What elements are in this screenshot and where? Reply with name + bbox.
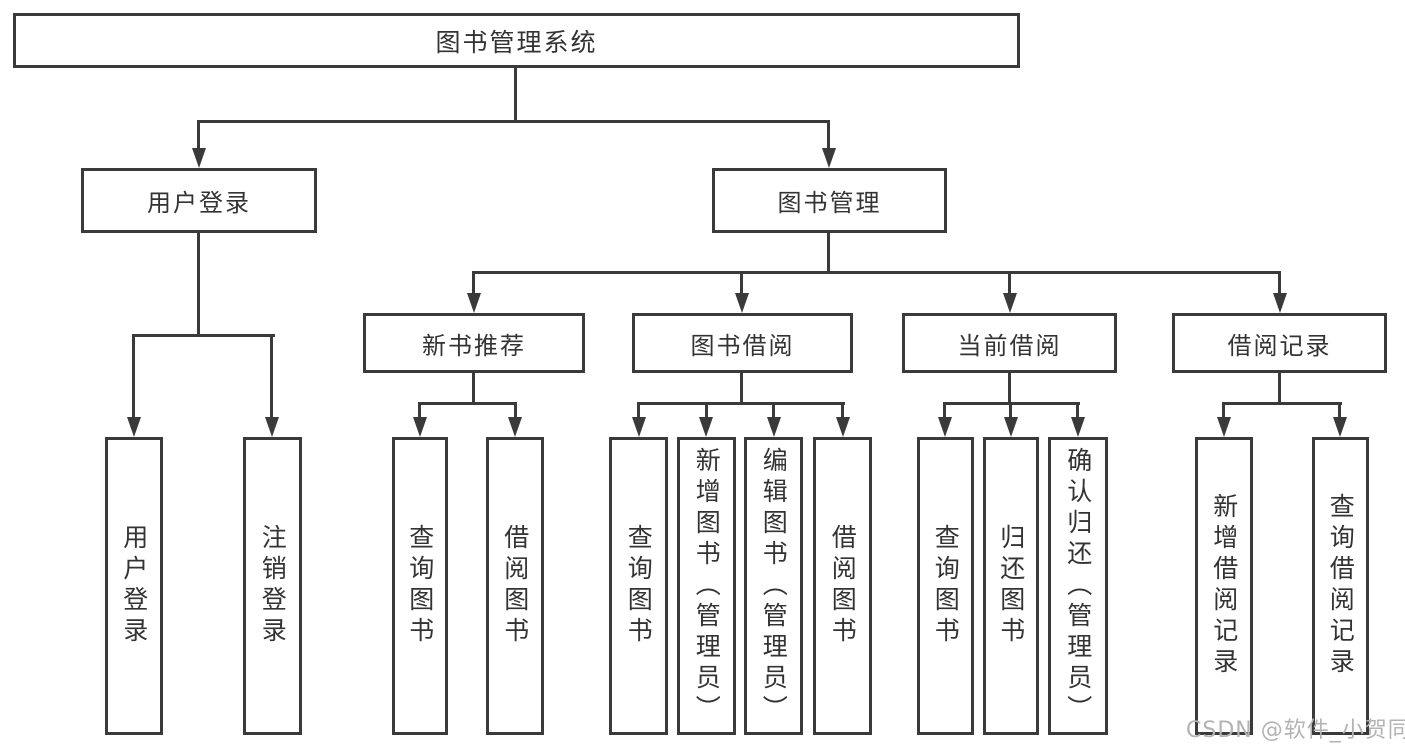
arrowhead-d1-icon [938,417,952,437]
arrowhead-c2-icon [699,417,713,437]
arrowhead-current-borrow-icon [1003,293,1017,313]
arrowhead-login-leaf-icon [127,417,141,437]
leaf-return-books: 归还图书 [983,437,1039,735]
leaf-query-books-2-label: 查询图书 [624,524,654,648]
arrowhead-d3-icon [1071,417,1085,437]
connector-user-login-rail [134,334,275,337]
connector-c2-drop [705,402,708,417]
csdn-watermark: CSDN @软件_小贺同学 [1186,718,1405,743]
leaf-user-login: 用户登录 [105,437,163,735]
connector-b2-drop [514,402,517,417]
connector-book-borrow-rail [639,402,845,405]
arrowhead-e2-icon [1333,417,1347,437]
arrowhead-c4-icon [836,417,850,437]
connector-e2-drop [1338,402,1341,417]
leaf-add-borrow-record-label: 新增借阅记录 [1209,493,1239,679]
connector-c1-drop [637,402,640,417]
leaf-query-borrow-record-label: 查询借阅记录 [1326,493,1356,679]
leaf-confirm-return-admin: 确认归还（管理员） [1048,437,1108,735]
connector-login-leaf-drop [132,334,135,417]
node-new-book-recommend-label: 新书推荐 [422,331,526,360]
leaf-add-books-admin-label: 新增图书（管理员） [692,446,722,726]
leaf-query-books-3-label: 查询图书 [931,524,961,648]
node-borrowing-records-label: 借阅记录 [1227,331,1332,360]
node-book-borrowing-label: 图书借阅 [690,331,795,360]
arrowhead-b2-icon [508,417,522,437]
connector-root-rail [199,120,830,123]
connector-book-borrow-stem [740,371,743,405]
connector-e1-drop [1222,402,1225,417]
connector-b1-drop [418,402,421,417]
node-user-login: 用户登录 [81,168,317,233]
connector-new-book-rail [420,402,517,405]
leaf-user-login-label: 用户登录 [119,524,149,648]
connector-user-login-drop [197,120,200,150]
connector-d1-drop [943,402,946,417]
node-new-book-recommend: 新书推荐 [363,313,585,373]
arrowhead-book-mgmt-icon [822,148,836,168]
connector-book-mgmt-stem [827,231,830,274]
leaf-borrow-books-1-label: 借阅图书 [500,524,530,648]
node-library-management-system-label: 图书管理系统 [435,27,598,57]
arrowhead-c1-icon [632,417,646,437]
node-library-management-system: 图书管理系统 [13,13,1020,68]
leaf-borrow-books-2-label: 借阅图书 [828,524,858,648]
leaf-return-books-label: 归还图书 [996,524,1026,648]
arrowhead-borrow-records-icon [1273,293,1287,313]
leaf-query-books-1: 查询图书 [392,437,448,735]
leaf-query-books-2: 查询图书 [609,437,668,735]
arrowhead-user-login-icon [192,148,206,168]
node-book-borrowing: 图书借阅 [632,313,853,373]
leaf-borrow-books-1: 借阅图书 [486,437,544,735]
arrowhead-e1-icon [1217,417,1231,437]
arrowhead-book-borrow-icon [735,293,749,313]
connector-new-book-drop [472,271,475,293]
connector-current-borrow-rail [945,402,1080,405]
connector-d2-drop [1009,402,1012,417]
connector-root-stem [514,66,517,122]
connector-user-login-stem [197,231,200,337]
connector-borrow-records-drop [1278,271,1281,293]
connector-logout-leaf-drop [270,334,273,417]
connector-book-mgmt-drop [827,120,830,150]
node-borrowing-records: 借阅记录 [1172,313,1387,373]
node-book-management: 图书管理 [712,168,947,233]
arrowhead-b1-icon [413,417,427,437]
arrowhead-logout-leaf-icon [265,417,279,437]
connector-borrow-records-rail [1224,402,1342,405]
leaf-logout-label: 注销登录 [258,524,288,648]
leaf-borrow-books-2: 借阅图书 [813,437,872,735]
leaf-query-books-3: 查询图书 [917,437,974,735]
node-current-borrowing-label: 当前借阅 [957,331,1062,360]
arrowhead-new-book-icon [467,293,481,313]
leaf-confirm-return-admin-label: 确认归还（管理员） [1063,446,1093,726]
connector-current-borrow-drop [1008,271,1011,293]
node-user-login-label: 用户登录 [147,189,251,217]
leaf-add-borrow-record: 新增借阅记录 [1195,437,1253,735]
connector-current-borrow-stem [1008,371,1011,405]
connector-new-book-stem [472,371,475,405]
connector-book-borrow-drop [740,271,743,293]
connector-c4-drop [841,402,844,417]
leaf-add-books-admin: 新增图书（管理员） [677,437,736,735]
arrowhead-d2-icon [1004,417,1018,437]
node-current-borrowing: 当前借阅 [902,313,1117,373]
connector-c3-drop [772,402,775,417]
connector-borrow-records-stem [1278,371,1281,405]
connector-book-mgmt-rail [474,271,1280,274]
leaf-edit-books-admin-label: 编辑图书（管理员） [759,446,789,726]
leaf-logout: 注销登录 [243,437,302,735]
leaf-query-borrow-record: 查询借阅记录 [1312,437,1369,735]
arrowhead-c3-icon [767,417,781,437]
leaf-query-books-1-label: 查询图书 [405,524,435,648]
connector-d3-drop [1076,402,1079,417]
leaf-edit-books-admin: 编辑图书（管理员） [744,437,803,735]
node-book-management-label: 图书管理 [777,189,882,217]
